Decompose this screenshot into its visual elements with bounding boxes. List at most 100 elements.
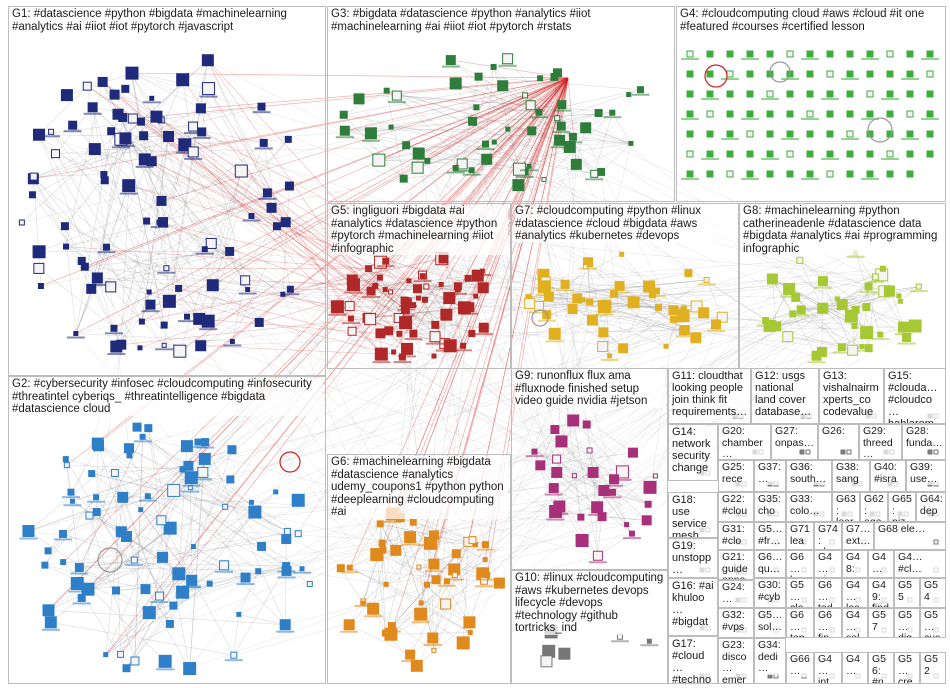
- edge: [148, 428, 171, 529]
- node: [339, 125, 350, 136]
- node: [399, 316, 413, 330]
- node: [646, 638, 652, 644]
- edge: [539, 305, 573, 310]
- edge: [40, 173, 595, 287]
- node: [429, 331, 441, 343]
- node: [248, 213, 255, 220]
- edge-highlight: [144, 159, 445, 344]
- node: [886, 90, 894, 98]
- node: [201, 54, 214, 67]
- group-panel-g34: G34: dedi…: [754, 638, 786, 684]
- edge: [822, 281, 853, 351]
- node: [51, 149, 61, 159]
- edge: [396, 95, 472, 171]
- edge: [28, 326, 777, 532]
- edge: [97, 443, 303, 569]
- node: [367, 602, 380, 615]
- node-label-mark: [631, 93, 650, 96]
- group-label: G5… cre…: [898, 653, 917, 683]
- node: [908, 319, 922, 333]
- node: [676, 309, 690, 323]
- edge-highlight: [139, 261, 381, 349]
- edge-highlight: [178, 288, 408, 350]
- node: [37, 283, 44, 290]
- group-label: G24: …: [722, 581, 751, 605]
- edge: [96, 511, 171, 625]
- edge: [380, 523, 434, 536]
- edge: [55, 143, 631, 154]
- edge: [66, 465, 80, 568]
- edge: [97, 277, 115, 329]
- edge: [343, 114, 486, 145]
- node: [281, 565, 292, 576]
- group-label: G5… clo…: [790, 579, 811, 607]
- group-panel-g48: G48: nu…: [842, 550, 868, 578]
- node: [272, 222, 281, 231]
- node: [416, 564, 422, 570]
- node: [412, 284, 422, 294]
- group-panel-g4a: G4… ai…: [814, 550, 842, 578]
- node-label-mark: [224, 659, 243, 662]
- edge: [554, 429, 633, 534]
- node: [222, 503, 229, 510]
- node-label-mark: [813, 286, 832, 289]
- node: [155, 591, 165, 601]
- edge: [769, 288, 790, 327]
- edge: [65, 458, 115, 474]
- node-label-mark: [252, 111, 271, 114]
- node: [163, 521, 177, 535]
- node: [926, 70, 934, 78]
- node: [419, 273, 426, 280]
- group-label: G15: #clouda… #cloudco… hablarem…: [888, 370, 943, 423]
- edge: [77, 531, 288, 584]
- node-label-mark: [383, 520, 402, 523]
- node: [68, 120, 78, 130]
- edge: [97, 277, 283, 295]
- edge: [390, 126, 595, 175]
- node-label-mark: [61, 496, 80, 499]
- node: [846, 130, 854, 138]
- group-label: G8: #machinelearning #python catherinead…: [743, 205, 943, 255]
- node: [554, 134, 566, 146]
- node: [236, 611, 242, 617]
- edge: [126, 511, 256, 669]
- group-panel-g5x: G5… #fr…: [754, 522, 786, 550]
- node-label-mark: [155, 348, 174, 351]
- node: [834, 296, 840, 302]
- node-label-mark: [398, 355, 417, 358]
- node-label-mark: [72, 602, 91, 605]
- node-label-mark: [537, 319, 556, 322]
- node-label-mark: [188, 446, 207, 449]
- node: [33, 262, 45, 274]
- edge: [166, 139, 289, 269]
- edge: [114, 472, 192, 581]
- node-label-mark: [681, 58, 699, 60]
- node-label-mark: [530, 311, 549, 314]
- node-label-mark: [610, 291, 629, 294]
- edge: [574, 475, 582, 518]
- edge-highlight: [102, 81, 408, 350]
- self-loop: [279, 451, 301, 473]
- node: [388, 289, 394, 295]
- edge: [486, 76, 555, 160]
- edge: [126, 573, 180, 669]
- edge: [852, 286, 869, 351]
- node: [187, 146, 199, 158]
- group-panel-g35: G35: cho…: [754, 492, 786, 522]
- node-label-mark: [909, 290, 928, 293]
- node: [866, 50, 874, 58]
- edge: [129, 455, 162, 521]
- node: [482, 140, 490, 148]
- edge: [207, 60, 286, 223]
- node: [898, 321, 910, 333]
- edge: [344, 130, 595, 175]
- node-label-mark: [277, 576, 296, 579]
- group-label: G52 …: [924, 653, 943, 683]
- group-panel-g30: G30: #cyb…: [754, 578, 786, 608]
- edge: [198, 226, 278, 320]
- edge: [435, 541, 469, 580]
- node-label-mark: [588, 513, 607, 516]
- node: [586, 447, 593, 454]
- node: [62, 243, 69, 250]
- edge: [47, 497, 97, 552]
